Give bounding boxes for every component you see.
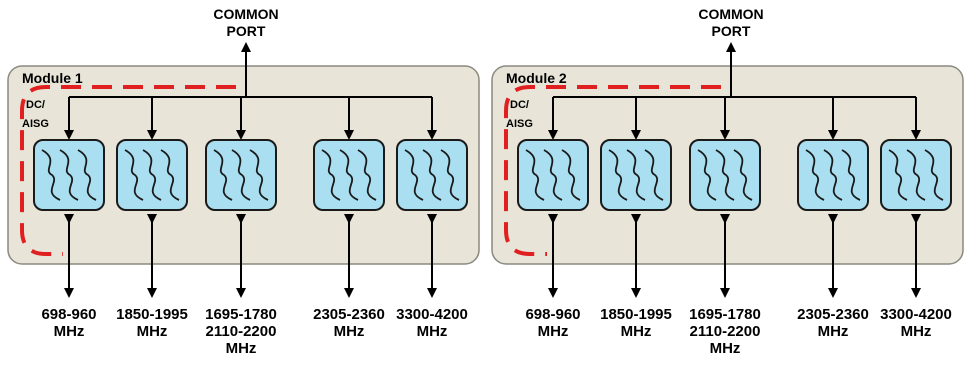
bandpass-filter-icon <box>116 139 188 211</box>
resonator-curve <box>626 149 646 201</box>
frequency-label: 2305-2360 <box>797 306 869 323</box>
frequency-label: MHz <box>54 323 85 340</box>
bandpass-filter-icon <box>880 139 952 211</box>
module-title: Module 1 <box>22 70 83 86</box>
resonator-curve <box>213 149 233 201</box>
frequency-label: 2305-2360 <box>313 306 385 323</box>
bandpass-filter-icon <box>517 139 589 211</box>
common-port-label: PORT <box>712 23 751 39</box>
frequency-label: 1850-1995 <box>600 306 672 323</box>
resonator-curve <box>142 149 162 201</box>
bandpass-filter-icon <box>313 139 385 211</box>
frequency-label: MHz <box>137 323 168 340</box>
resonator-curve <box>249 149 269 201</box>
resonator-curve <box>525 149 545 201</box>
bandpass-filter-icon <box>205 139 277 211</box>
common-port-label: COMMON <box>698 6 763 22</box>
resonator-curve <box>440 149 460 201</box>
frequency-label: 3300-4200 <box>396 306 468 323</box>
resonator-curve <box>77 149 97 201</box>
frequency-label: MHz <box>226 340 257 357</box>
resonator-curve <box>357 149 377 201</box>
resonator-curve <box>906 149 926 201</box>
resonator-curve <box>339 149 359 201</box>
dc-aisg-path <box>20 85 236 256</box>
dc-label: DC/ <box>26 99 45 111</box>
resonator-curve <box>924 149 944 201</box>
resonator-curve <box>733 149 753 201</box>
module-1: Module 1DC/AISGCOMMONPORT698-960MHz1850-… <box>7 6 480 357</box>
frequency-label: MHz <box>901 323 932 340</box>
resonator-curve <box>697 149 717 201</box>
frequency-label: MHz <box>710 340 741 357</box>
resonator-curve <box>644 149 664 201</box>
bandpass-filter-icon <box>797 139 869 211</box>
resonator-curve <box>888 149 908 201</box>
frequency-label: 1850-1995 <box>116 306 188 323</box>
resonator-curve <box>823 149 843 201</box>
resonator-curve <box>321 149 341 201</box>
frequency-label: MHz <box>334 323 365 340</box>
frequency-label: MHz <box>538 323 569 340</box>
resonator-curve <box>59 149 79 201</box>
bandpass-filter-icon <box>600 139 672 211</box>
resonator-curve <box>715 149 735 201</box>
resonator-curve <box>231 149 251 201</box>
resonator-curve <box>543 149 563 201</box>
frequency-label: 1695-1780 <box>689 306 761 323</box>
aisg-label: AISG <box>22 118 49 130</box>
frequency-label: MHz <box>417 323 448 340</box>
frequency-label: MHz <box>621 323 652 340</box>
frequency-label: 2110-2200 <box>690 323 761 340</box>
resonator-curve <box>41 149 61 201</box>
resonator-curve <box>841 149 861 201</box>
bandpass-filter-icon <box>396 139 468 211</box>
frequency-label: MHz <box>818 323 849 340</box>
frequency-label: 1695-1780 <box>205 306 277 323</box>
frequency-label: 2110-2200 <box>206 323 277 340</box>
bandpass-filter-icon <box>33 139 105 211</box>
module-2: Module 2DC/AISGCOMMONPORT698-960MHz1850-… <box>491 6 964 357</box>
resonator-curve <box>422 149 442 201</box>
bandpass-filter-icon <box>689 139 761 211</box>
resonator-curve <box>608 149 628 201</box>
resonator-curve <box>561 149 581 201</box>
resonator-curve <box>805 149 825 201</box>
resonator-curve <box>160 149 180 201</box>
frequency-label: 3300-4200 <box>880 306 952 323</box>
common-port-label: COMMON <box>213 6 278 22</box>
common-port-label: PORT <box>227 23 266 39</box>
frequency-label: 698-960 <box>525 306 580 323</box>
frequency-label: 698-960 <box>41 306 96 323</box>
resonator-curve <box>124 149 144 201</box>
aisg-label: AISG <box>506 118 533 130</box>
resonator-curve <box>404 149 424 201</box>
module-title: Module 2 <box>506 70 567 86</box>
dc-label: DC/ <box>510 99 529 111</box>
dc-aisg-path <box>504 85 721 256</box>
